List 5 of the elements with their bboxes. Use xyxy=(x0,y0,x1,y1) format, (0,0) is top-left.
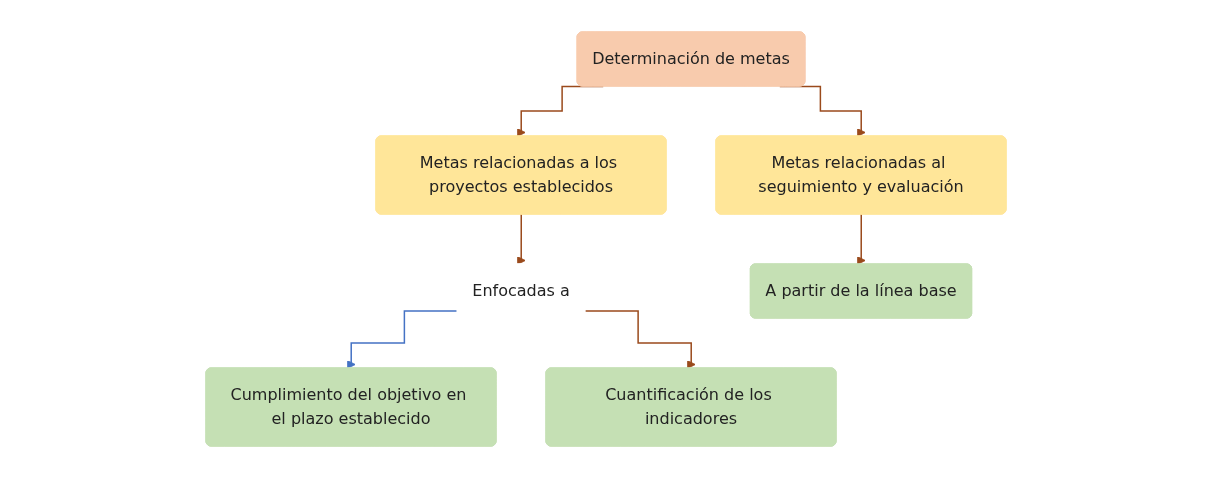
arrow xyxy=(516,213,526,265)
arrow xyxy=(584,309,696,369)
node-text: Enfocadas a xyxy=(471,280,570,300)
arrow xyxy=(346,309,458,369)
arrow xyxy=(856,213,866,265)
